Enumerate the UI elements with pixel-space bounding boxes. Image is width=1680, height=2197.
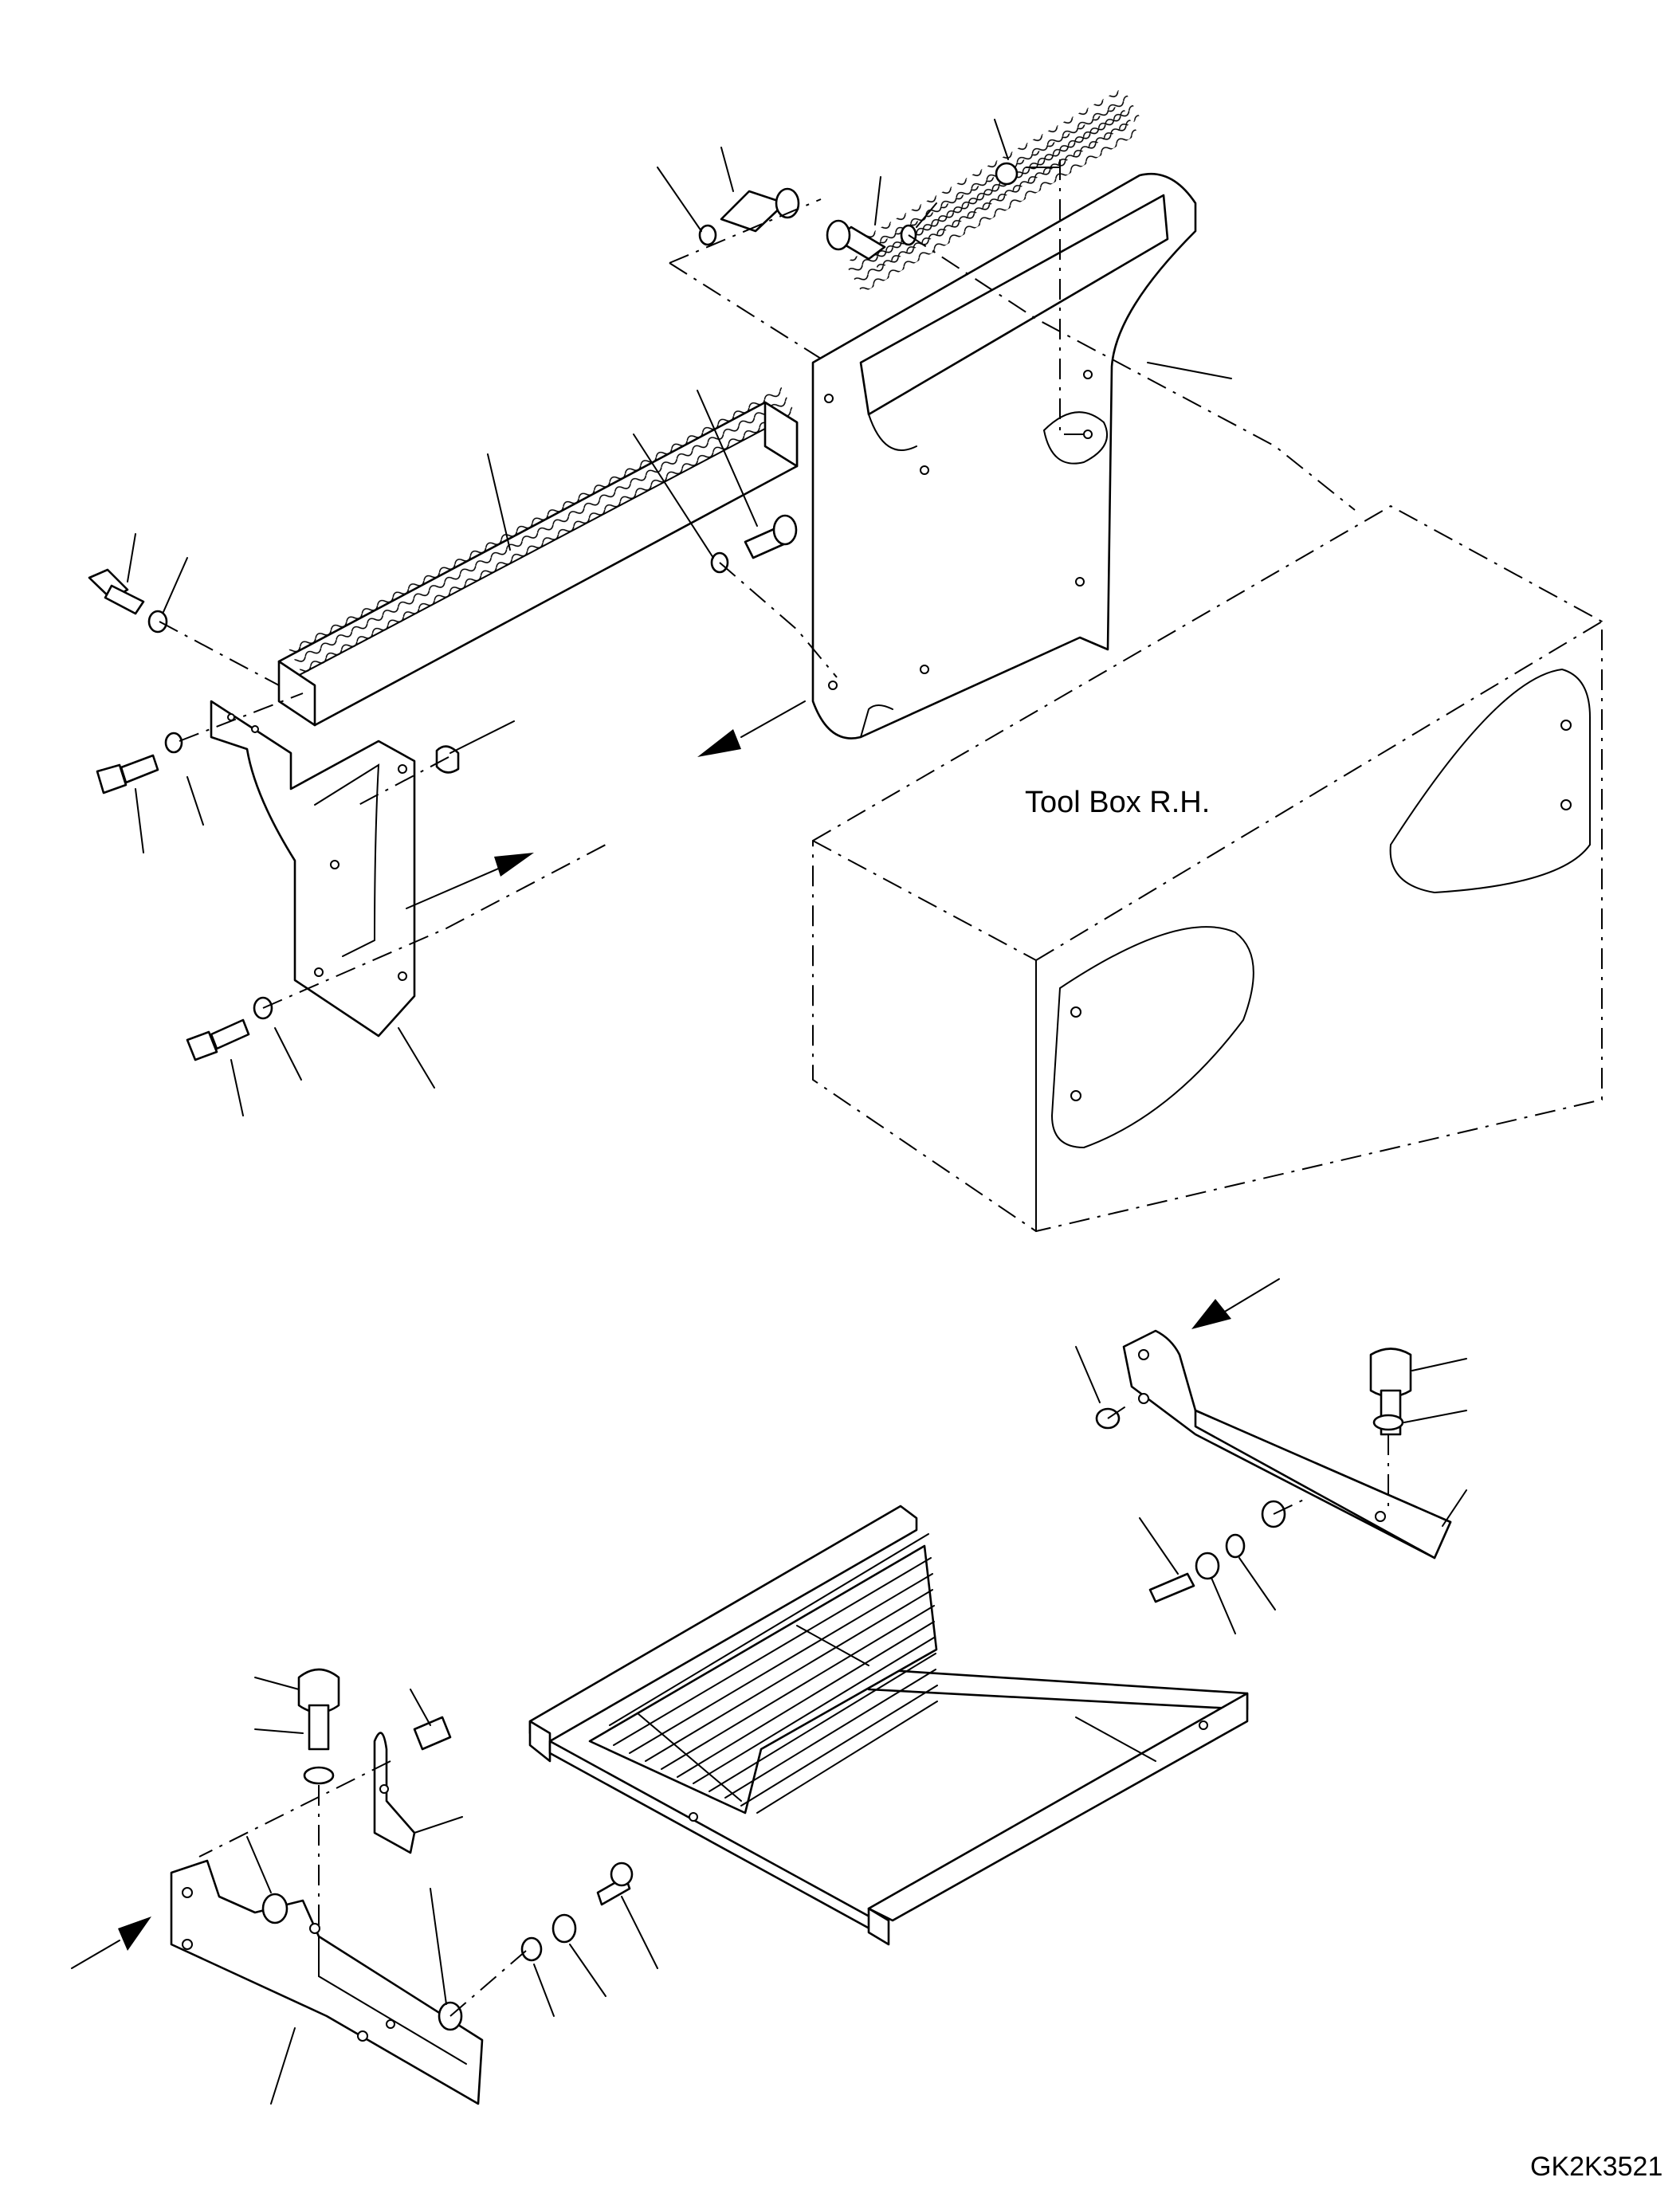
arrow-down-left-icon xyxy=(1191,1299,1231,1329)
upper-step-bracket xyxy=(811,88,1197,740)
arrow-left-icon xyxy=(697,729,741,757)
arrow-up-right-icon xyxy=(118,1916,151,1951)
tool-box-phantom xyxy=(812,504,1603,1233)
direction-arrows xyxy=(71,700,1280,1969)
step-grating xyxy=(528,1505,1249,1946)
grating-bars xyxy=(609,1533,938,1814)
long-step-tread xyxy=(277,383,799,727)
assembly-center-lines xyxy=(159,159,1389,2017)
step-bracket-left xyxy=(210,700,416,1038)
floor-bracket-left xyxy=(170,1668,634,2105)
arrow-right-icon xyxy=(494,853,534,877)
callout-leaders xyxy=(127,119,1467,2105)
floor-bracket-right xyxy=(1095,1329,1452,1603)
tool-box-label: Tool Box R.H. xyxy=(1025,786,1211,819)
drawing-code: GK2K3521 xyxy=(1530,2152,1663,2182)
